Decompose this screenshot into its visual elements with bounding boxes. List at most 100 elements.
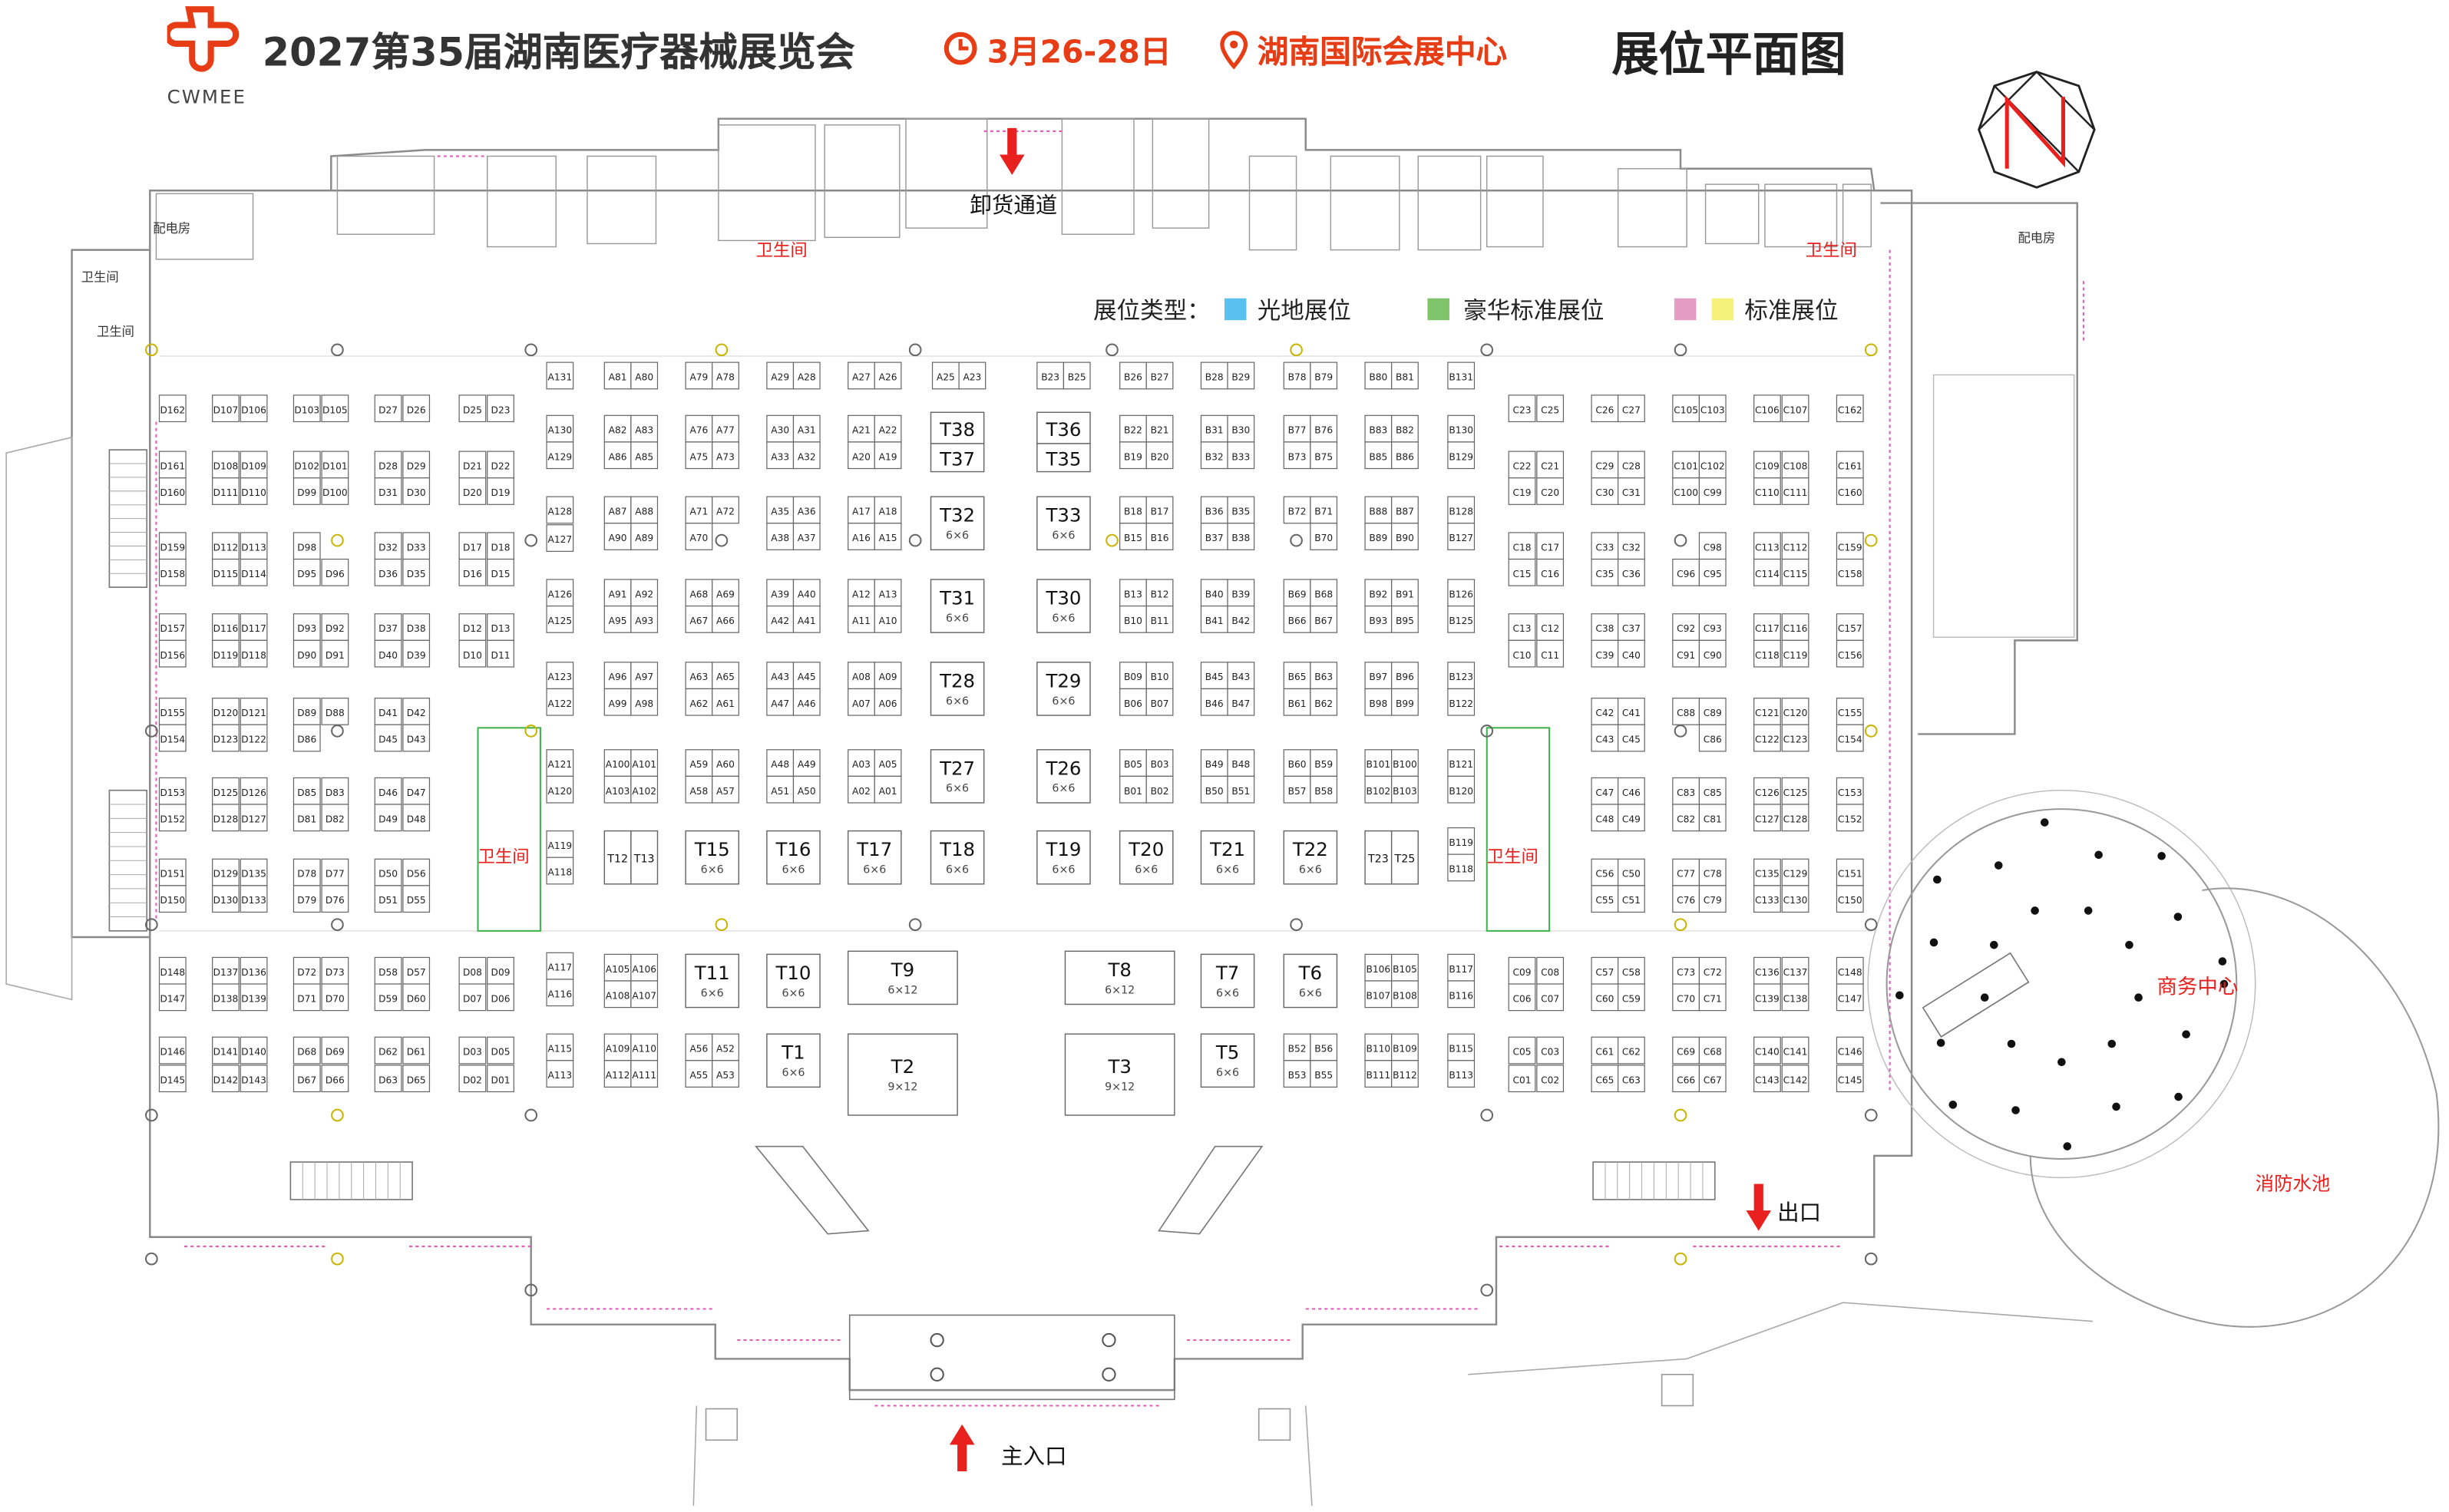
booth-b47[interactable] <box>1227 688 1255 716</box>
booth-a72[interactable] <box>712 496 739 524</box>
booth-b83[interactable] <box>1364 414 1393 443</box>
booth-a60[interactable] <box>712 749 739 777</box>
booth-c147[interactable] <box>1836 983 1864 1012</box>
booth-c71[interactable] <box>1698 983 1727 1012</box>
booth-b49[interactable] <box>1200 749 1228 777</box>
booth-c106[interactable] <box>1753 395 1781 423</box>
booth-a82[interactable] <box>603 414 632 443</box>
booth-d82[interactable] <box>321 804 349 832</box>
booth-t16[interactable] <box>766 830 821 885</box>
booth-a80[interactable] <box>630 361 659 390</box>
booth-b81[interactable] <box>1391 361 1419 390</box>
booth-c81[interactable] <box>1698 804 1727 832</box>
booth-d143[interactable] <box>240 1065 268 1093</box>
booth-d93[interactable] <box>292 613 321 641</box>
booth-c142[interactable] <box>1781 1065 1809 1093</box>
booth-c111[interactable] <box>1781 477 1809 505</box>
booth-t2[interactable] <box>847 1033 958 1116</box>
booth-b128[interactable] <box>1447 496 1476 524</box>
booth-t20[interactable] <box>1119 830 1174 885</box>
booth-c63[interactable] <box>1618 1065 1645 1093</box>
booth-c41[interactable] <box>1618 698 1645 725</box>
booth-b91[interactable] <box>1391 579 1419 607</box>
booth-a90[interactable] <box>603 523 632 550</box>
booth-a56[interactable] <box>685 1033 713 1061</box>
booth-d151[interactable] <box>158 858 187 886</box>
booth-d66[interactable] <box>321 1065 349 1093</box>
booth-c156[interactable] <box>1836 639 1864 668</box>
booth-c157[interactable] <box>1836 613 1864 641</box>
booth-a87[interactable] <box>603 496 632 524</box>
booth-a122[interactable] <box>546 688 574 716</box>
booth-c86[interactable] <box>1698 724 1727 752</box>
booth-b87[interactable] <box>1391 496 1419 524</box>
booth-a05[interactable] <box>874 749 902 777</box>
booth-c11[interactable] <box>1536 639 1565 668</box>
booth-d25[interactable] <box>458 395 487 423</box>
booth-c76[interactable] <box>1672 885 1700 913</box>
booth-c73[interactable] <box>1672 956 1700 985</box>
booth-b129[interactable] <box>1447 441 1476 470</box>
booth-b96[interactable] <box>1391 662 1419 690</box>
booth-t6[interactable] <box>1283 953 1338 1009</box>
booth-a30[interactable] <box>766 414 795 443</box>
booth-b65[interactable] <box>1283 662 1311 690</box>
booth-d118[interactable] <box>240 639 268 668</box>
booth-t35[interactable] <box>1036 443 1091 473</box>
booth-a53[interactable] <box>712 1060 739 1088</box>
booth-b28[interactable] <box>1200 361 1228 390</box>
booth-t23[interactable] <box>1364 830 1393 885</box>
booth-c27[interactable] <box>1618 395 1645 423</box>
booth-c118[interactable] <box>1753 639 1781 668</box>
booth-t11[interactable] <box>685 953 739 1009</box>
booth-t3[interactable] <box>1064 1033 1175 1116</box>
booth-d69[interactable] <box>321 1036 349 1065</box>
booth-d72[interactable] <box>292 956 321 985</box>
booth-t5[interactable] <box>1200 1033 1255 1088</box>
booth-d15[interactable] <box>487 558 514 586</box>
booth-a99[interactable] <box>603 688 632 716</box>
booth-d79[interactable] <box>292 885 321 913</box>
booth-c117[interactable] <box>1753 613 1781 641</box>
booth-c130[interactable] <box>1781 885 1809 913</box>
booth-d150[interactable] <box>158 885 187 913</box>
booth-a50[interactable] <box>792 775 821 804</box>
booth-a17[interactable] <box>848 496 875 524</box>
booth-a78[interactable] <box>712 361 739 390</box>
booth-t18[interactable] <box>930 830 985 885</box>
booth-a116[interactable] <box>546 979 574 1007</box>
booth-c123[interactable] <box>1781 724 1809 752</box>
booth-c154[interactable] <box>1836 724 1864 752</box>
booth-b116[interactable] <box>1447 980 1476 1009</box>
booth-b56[interactable] <box>1310 1033 1338 1061</box>
booth-a69[interactable] <box>712 579 739 607</box>
booth-d38[interactable] <box>402 613 431 641</box>
booth-b107[interactable] <box>1364 980 1393 1009</box>
booth-a12[interactable] <box>848 579 875 607</box>
booth-d28[interactable] <box>374 451 402 479</box>
booth-c47[interactable] <box>1591 777 1619 805</box>
booth-c20[interactable] <box>1536 477 1565 505</box>
booth-d160[interactable] <box>158 477 187 505</box>
booth-d142[interactable] <box>212 1065 240 1093</box>
booth-a29[interactable] <box>766 361 795 390</box>
booth-a58[interactable] <box>685 775 713 804</box>
booth-a15[interactable] <box>874 523 902 550</box>
booth-c01[interactable] <box>1508 1065 1536 1093</box>
booth-a128[interactable] <box>546 496 574 524</box>
booth-a120[interactable] <box>546 775 574 804</box>
booth-d09[interactable] <box>487 956 514 985</box>
booth-t28[interactable] <box>930 662 985 716</box>
booth-c129[interactable] <box>1781 858 1809 886</box>
booth-c49[interactable] <box>1618 804 1645 832</box>
booth-c55[interactable] <box>1591 885 1619 913</box>
booth-a42[interactable] <box>766 605 795 633</box>
booth-d49[interactable] <box>374 804 402 832</box>
booth-d86[interactable] <box>292 724 321 752</box>
booth-c51[interactable] <box>1618 885 1645 913</box>
booth-a127[interactable] <box>546 524 574 552</box>
booth-a11[interactable] <box>848 605 875 633</box>
booth-d133[interactable] <box>240 885 268 913</box>
booth-a89[interactable] <box>630 523 659 550</box>
booth-d148[interactable] <box>158 956 187 985</box>
